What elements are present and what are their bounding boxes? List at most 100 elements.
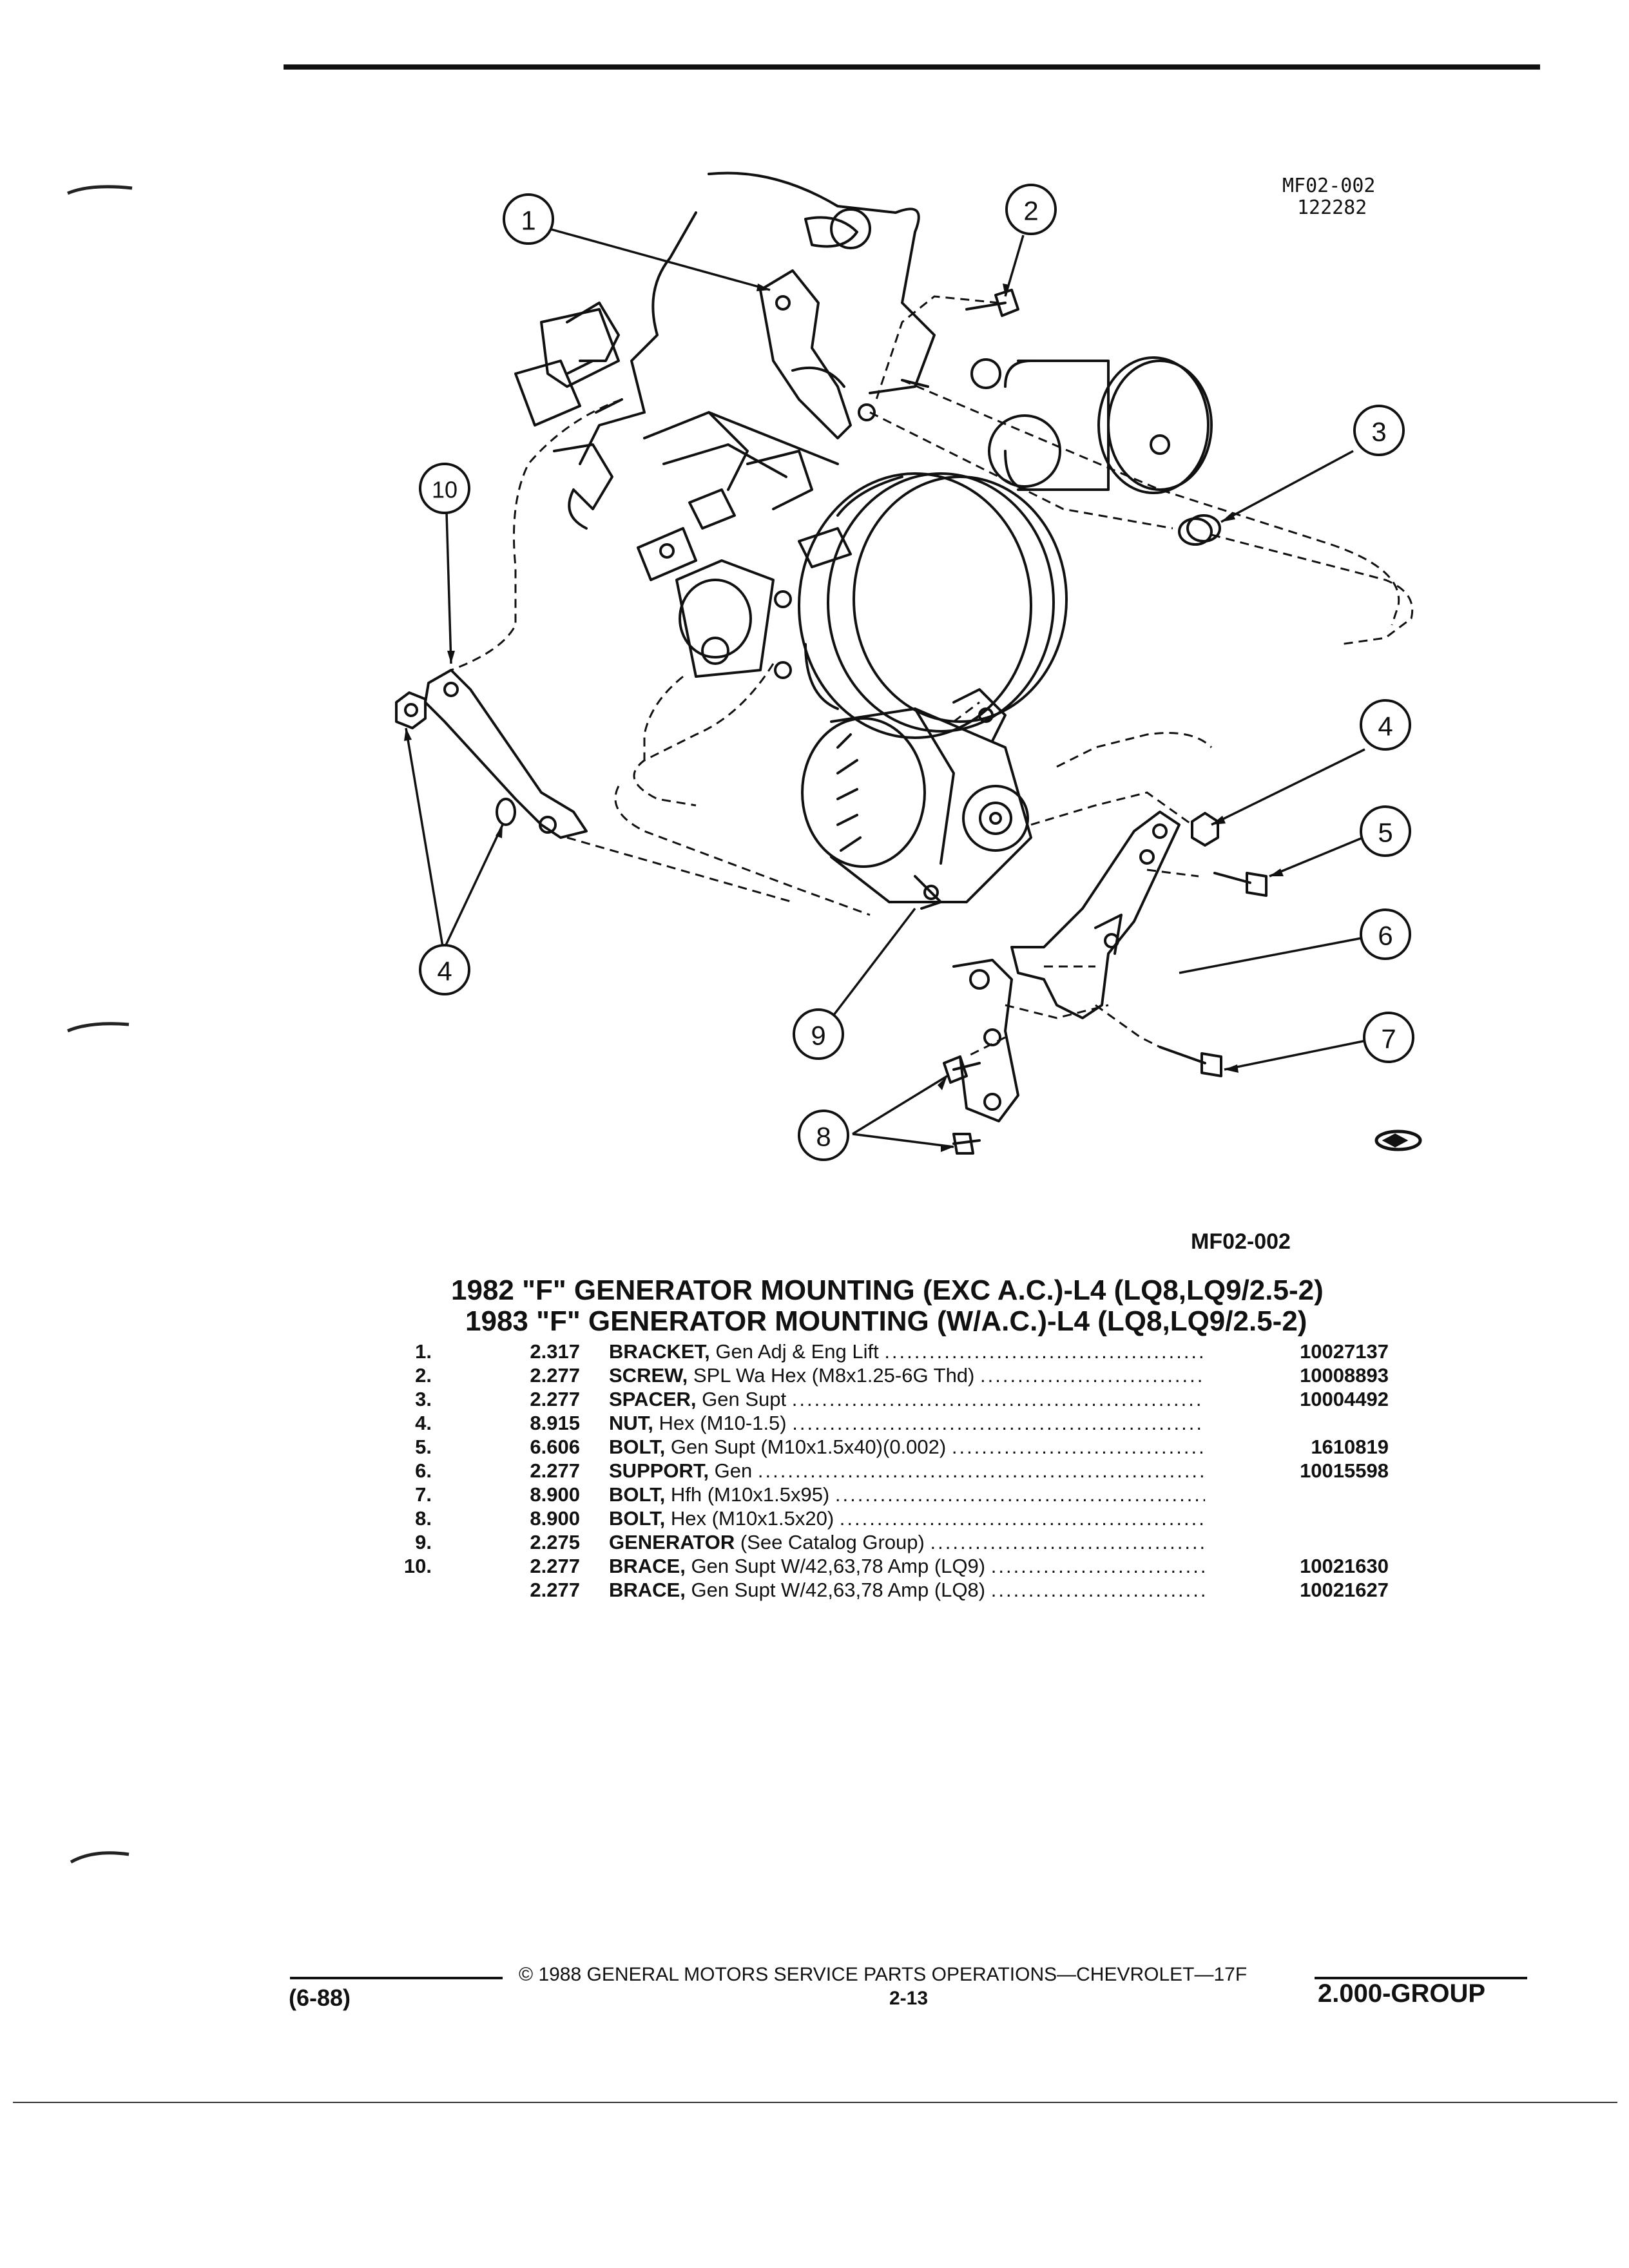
dot-leader: ........................................… [791,1388,1205,1410]
top-rule [284,64,1540,70]
footer-page-number: 2-13 [889,1988,929,2009]
part-description: BRACE, Gen Supt W/42,63,78 Amp (LQ8) ...… [609,1579,1205,1602]
callout-9-label: 9 [811,1021,825,1051]
part-number: 10015598 [1300,1459,1389,1482]
dot-leader: ........................................… [930,1531,1206,1553]
callout-10-circle [419,463,470,514]
page-title-line1: 1982 "F" GENERATOR MOUNTING (EXC A.C.)-L… [451,1274,1324,1306]
footer-date: (6-88) [289,1984,351,2011]
callout-7-label: 7 [1381,1024,1396,1054]
part-detail: Gen Supt (M10x1.5x40)(0.002) [670,1436,947,1458]
callout-2-label: 2 [1023,196,1038,226]
callout-10-label: 10 [432,477,458,503]
part-name: BOLT, [609,1507,666,1530]
item-number: 1. [415,1340,432,1363]
group-number: 2.277 [530,1579,580,1601]
part-detail: Gen [714,1459,753,1482]
dot-leader: ........................................… [834,1483,1205,1506]
callout-4-label: 4 [1378,711,1393,742]
item-number: 8. [415,1507,432,1530]
dot-leader: ........................................… [884,1340,1205,1363]
callout-3-circle [1353,405,1405,456]
page-title-line2: 1983 "F" GENERATOR MOUNTING (W/A.C.)-L4 … [465,1305,1307,1337]
gm-logo-icon [1374,1129,1422,1151]
dot-leader: ........................................… [951,1436,1205,1458]
part-description: BRACKET, Gen Adj & Eng Lift ............… [609,1340,1205,1363]
part-name: BRACKET, [609,1340,710,1363]
part-detail: SPL Wa Hex (M8x1.25-6G Thd) [693,1364,975,1387]
group-number: 2.277 [530,1388,580,1410]
table-row: 9. 2.275 GENERATOR (See Catalog Group) ...… [387,1531,1392,1555]
group-number: 8.915 [530,1412,580,1434]
table-row: 5. 6.606 BOLT, Gen Supt (M10x1.5x40)(0.002… [387,1436,1392,1459]
callout-4b-circle [419,944,470,995]
figure-code-top: MF02-002 [1282,175,1376,197]
callout-4b-label: 4 [437,956,452,986]
part-number: 1610819 [1311,1436,1389,1458]
callout-6-circle [1360,908,1411,960]
part-description: SPACER, Gen Supt .......................… [609,1388,1205,1411]
item-number: 5. [415,1436,432,1458]
item-number: 4. [415,1412,432,1434]
footer-rule-left [290,1977,503,1979]
part-name: GENERATOR [609,1531,735,1553]
part-name: BOLT, [609,1483,666,1506]
item-number: 3. [415,1388,432,1410]
part-detail: (See Catalog Group) [740,1531,925,1553]
part-detail: Hex (M10-1.5) [659,1412,787,1434]
item-number: 2. [415,1364,432,1387]
footer-rule-right [1315,1977,1527,1979]
part-detail: Hfh (M10x1.5x95) [670,1483,830,1506]
part-number: 10004492 [1300,1388,1389,1410]
part-name: SPACER, [609,1388,697,1410]
group-number: 6.606 [530,1436,580,1458]
callout-5-circle [1360,805,1411,857]
part-detail: Gen Supt [702,1388,787,1410]
item-number: 9. [415,1531,432,1553]
figure-code-top-sub: 122282 [1297,197,1367,219]
item-number: 10. [403,1555,432,1577]
dot-leader: ........................................… [792,1412,1205,1434]
table-row: 4. 8.915 NUT, Hex (M10-1.5) ..............… [387,1412,1392,1436]
callout-8-label: 8 [816,1122,831,1152]
dot-leader: ........................................… [980,1364,1205,1387]
part-name: BRACE, [609,1579,686,1601]
part-detail: Gen Adj & Eng Lift [715,1340,879,1363]
part-number: 10027137 [1300,1340,1389,1363]
footer-group: 2.000-GROUP [1318,1979,1486,2008]
figure-code-bottom: MF02-002 [1191,1229,1291,1254]
callout-3-label: 3 [1371,417,1386,447]
part-description: BOLT, Gen Supt (M10x1.5x40)(0.002) .....… [609,1436,1205,1459]
group-number: 2.317 [530,1340,580,1363]
part-number: 10021630 [1300,1555,1389,1577]
group-number: 2.277 [530,1364,580,1387]
dot-leader: ........................................… [990,1555,1205,1577]
part-description: NUT, Hex (M10-1.5) .....................… [609,1412,1205,1435]
callout-9-circle [793,1008,844,1060]
bottom-rule [13,2102,1617,2103]
group-number: 8.900 [530,1507,580,1530]
dot-leader: ........................................… [990,1579,1205,1601]
part-description: BRACE, Gen Supt W/42,63,78 Amp (LQ9) ...… [609,1555,1205,1578]
table-row: 1. 2.317 BRACKET, Gen Adj & Eng Lift .....… [387,1340,1392,1364]
part-name: SUPPORT, [609,1459,709,1482]
part-description: SUPPORT, Gen ...........................… [609,1459,1205,1483]
part-detail: Gen Supt W/42,63,78 Amp (LQ9) [691,1555,986,1577]
group-number: 2.277 [530,1459,580,1482]
callout-1-label: 1 [521,206,535,236]
part-name: BRACE, [609,1555,686,1577]
callout-4-circle [1360,699,1411,751]
callout-8-circle [798,1110,849,1161]
table-row: 2.277 BRACE, Gen Supt W/42,63,78 Amp (LQ8… [387,1579,1392,1602]
dot-leader: ........................................… [757,1459,1205,1482]
group-number: 8.900 [530,1483,580,1506]
group-number: 2.277 [530,1555,580,1577]
part-name: BOLT, [609,1436,666,1458]
part-detail: Hex (M10x1.5x20) [670,1507,834,1530]
group-number: 2.275 [530,1531,580,1553]
